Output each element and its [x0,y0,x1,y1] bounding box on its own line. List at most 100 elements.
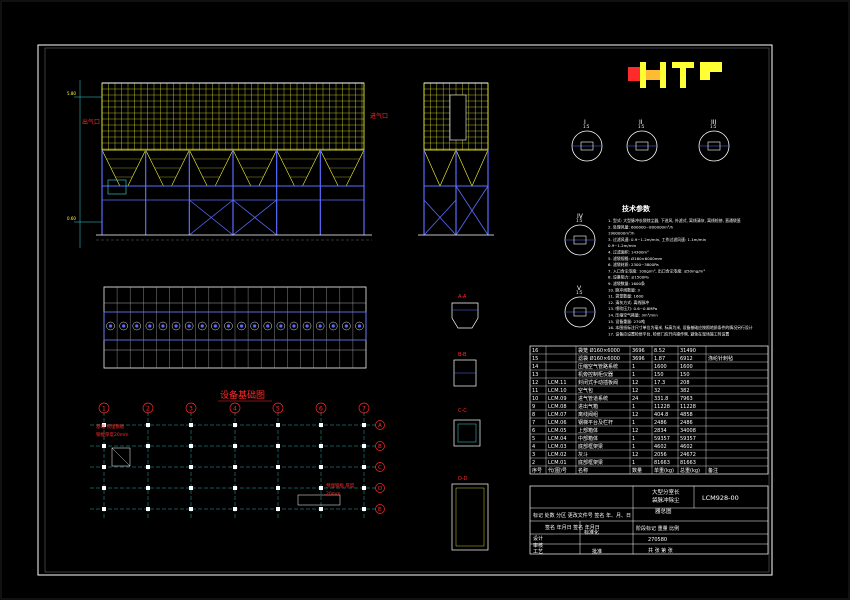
brace [189,199,234,236]
bom-cell: LCM.03 [548,444,567,450]
bom-cell: 4858 [680,412,693,418]
bom-cell: 涤纶针刺毡 [708,355,733,362]
axis-number: 3 [189,406,193,413]
tech-line: 8. 设备阻力: ≤1500Pa [608,275,649,280]
valve [289,321,299,331]
plan-view [103,286,367,369]
bom-cell: 1 [632,372,635,378]
anchor-plate [362,465,366,469]
bom-cell: LCM.11 [548,380,567,386]
anchor-plate [102,486,106,490]
bom-cell: LCM.09 [548,396,567,402]
tech-line: 2. 处理风量: 600000~800000m³/h [608,224,674,229]
tech-title: 技术参数 [622,204,651,213]
anchor-plate [189,507,193,511]
approve-label: 批准 [592,548,602,555]
tech-line: 15. 设备重量: 270吨 [608,319,645,324]
axis-bubble [375,462,385,472]
detail-label: III [711,119,717,126]
foundation-title: 设备基础图 [220,389,265,401]
tech-line: 13. 喷吹压力: 0.6~0.8MPa [608,306,658,311]
bom-cell: 81663 [654,460,670,466]
valve-core [148,324,152,328]
anchor-plate [146,444,150,448]
bom-cell: 11228 [680,404,696,410]
tech-line: 6. 滤袋材质: 2300~3800Pa [608,262,659,267]
weight-value: 270580 [648,537,667,543]
bom-cell: 1 [632,404,635,410]
bag-filter-grid-side [423,82,489,187]
bom-cell: 59357 [680,436,696,442]
tech-line: 1. 型式: 大型脉冲长袋除尘器, 下进风, 外滤式, 离线清灰, 离线检修, … [608,218,741,223]
axis-letter: D [378,486,382,492]
bom-cell: 8.52 [654,348,665,354]
bom-header: 单重(kg) [654,467,674,474]
bom-cell: 滤袋 Ø160×6000 [578,355,620,362]
bom-cell: 1.87 [654,356,665,362]
detail-part [635,141,649,151]
axis-letter: B [378,444,382,450]
valve-core [292,324,296,328]
title-name-1: 大型分室长 [652,488,680,496]
axis-bubble [375,420,385,430]
anchor-plate [102,507,106,511]
bom-cell: LCM.05 [548,428,567,434]
bom-cell: 机旁控制柜仪器 [578,371,613,378]
axis-number: 1 [102,406,106,413]
bom-cell: LCM.10 [548,388,567,394]
bom-cell: 6 [532,428,535,434]
anchor-plate [362,444,366,448]
valve [132,321,141,331]
bom-header: 数量 [632,467,642,474]
valve-core [253,324,257,328]
side-elevation-view [418,82,494,236]
drawing-frame [37,44,773,576]
tech-line: 0.9~1.2m/min [608,243,637,248]
anchor-plate [233,423,237,427]
foundation-note-3: 预埋钢板 厚度 [326,482,355,489]
anchor-plate [319,465,323,469]
grid-outline [101,82,365,151]
bom-cell: 12 [632,388,638,394]
anchor-plate [189,423,193,427]
axis-bubble [98,402,110,414]
bom-cell: 13 [532,372,538,378]
axis-letter: C [378,465,382,471]
section-label-dd: D-D [458,476,468,482]
bom-cell: 2 [532,460,535,466]
valve-core [174,324,178,328]
section-details-middle: A-A B-B C-C D-D [451,294,489,551]
valve [171,321,181,331]
valve [106,321,115,331]
bom-cell: 11 [532,388,538,394]
valve [224,321,233,331]
detail-scale: 1:5 [710,124,717,129]
bom-header: 备注 [708,467,718,474]
bom-cell: 4 [532,444,535,450]
bom-cell: 3696 [632,348,645,354]
bom-cell: LCM.06 [548,420,567,426]
tech-line: 1900000m³/h [608,231,635,236]
design-label: 设计 [533,535,543,542]
detail-scale: 1:5 [583,124,590,129]
bom-cell: 24 [632,396,638,402]
valve-core [305,324,309,328]
valve [250,321,259,331]
bom-cell: 59357 [654,436,670,442]
axis-bubble [185,402,197,414]
tech-line: 16. 本图纸标注尺寸单位为毫米, 标高为米, 设备基础应按照地质条件的情况另行… [608,325,753,330]
bom-cell: 上部箱体 [578,427,598,434]
valve [263,321,272,331]
anchor-plate [189,465,193,469]
bom-cell: LCM.08 [548,404,567,410]
bom-cell: 9 [532,404,535,410]
detail-part [573,235,587,245]
anchor-plate [276,444,280,448]
valve-core [279,324,283,328]
axis-bubble [358,402,370,414]
axis-bubble [315,402,327,414]
bom-cell: 24672 [680,452,696,458]
drawing-inner-frame [44,47,770,573]
